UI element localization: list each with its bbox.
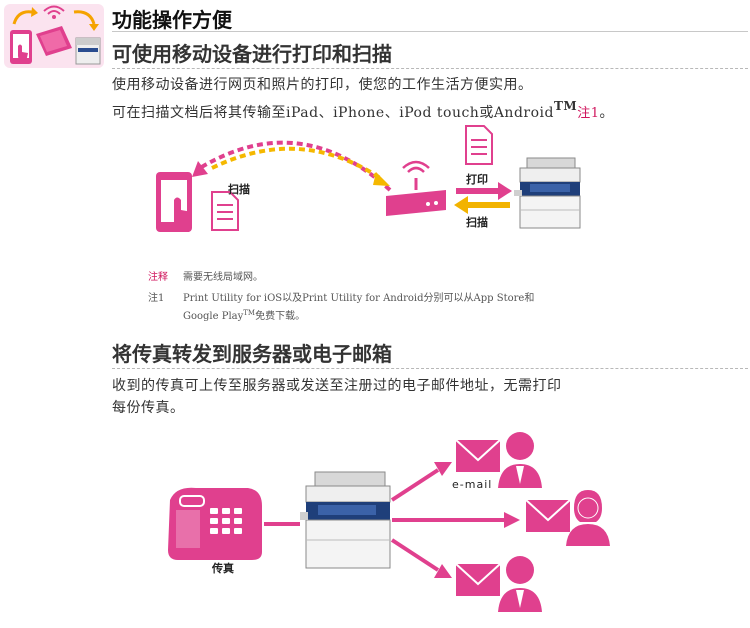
trademark-mark: TM: [553, 99, 578, 113]
scan-label-left: 扫描: [228, 183, 250, 196]
email-arrow-bottom: [390, 538, 452, 578]
note-ref-1: 注1: [577, 106, 600, 121]
print-label: 打印: [466, 173, 488, 186]
email-arrow-top: [390, 462, 452, 502]
print-arrow: [456, 182, 512, 200]
section-fax-text-2: 每份传真。: [112, 400, 185, 416]
note1-line2-prefix: Google Play: [183, 311, 244, 322]
email-envelope-icon-top: [455, 439, 501, 472]
note1-text-line1: Print Utility for iOS以及Print Utility for…: [183, 293, 535, 304]
email-label: e-mail: [452, 478, 493, 491]
title-divider: [112, 31, 748, 32]
note1-line2-suffix: 免费下载。: [255, 311, 306, 322]
note1-trademark: TM: [243, 309, 256, 317]
section-fax-text-1: 收到的传真可上传至服务器或发送至注册过的电子邮件地址，无需打印: [112, 378, 562, 394]
person-icon-top: [498, 432, 542, 488]
fax-label: 传真: [212, 562, 234, 575]
section-mobile-text-2-end: 。: [599, 105, 614, 121]
section-mobile-title: 可使用移动设备进行打印和扫描: [112, 42, 392, 66]
note1-text-line2: Google PlayTM免费下载。: [183, 306, 305, 324]
mobile-connection-arc-magenta: [192, 140, 392, 192]
fax-machine-icon: [168, 487, 262, 560]
wireless-router-icon: [386, 160, 446, 216]
note-text: 需要无线局域网。: [183, 272, 263, 283]
section-fax-divider: [112, 368, 748, 369]
document-icon-left: [211, 191, 239, 231]
document-icon-right: [465, 125, 493, 165]
note-label: 注释: [148, 272, 168, 283]
mobile-connection-arc-yellow: [211, 146, 390, 186]
person-icon-middle: [566, 490, 610, 546]
section-mobile-text-2: 可在扫描文档后将其传输至iPad、iPhone、iPod touch或Andro…: [112, 95, 614, 125]
header-icon: [4, 4, 104, 68]
email-arrow-middle: [392, 512, 520, 528]
page-title: 功能操作方便: [112, 8, 232, 32]
email-envelope-icon-middle: [525, 499, 571, 532]
section-mobile-text-2-main: 可在扫描文档后将其传输至iPad、iPhone、iPod touch或Andro…: [112, 105, 554, 121]
multifunction-printer-icon-2: [300, 471, 391, 569]
email-envelope-icon-bottom: [455, 563, 501, 596]
scan-label-right: 扫描: [466, 216, 488, 229]
section-mobile-text-1: 使用移动设备进行网页和照片的打印，使您的工作生活方便实用。: [112, 77, 533, 93]
scan-arrow: [454, 196, 510, 214]
mobile-phone-icon: [156, 172, 192, 232]
section-mobile-divider: [112, 68, 748, 69]
multifunction-printer-icon-1: [514, 157, 581, 229]
section-fax-title: 将传真转发到服务器或电子邮箱: [112, 342, 392, 366]
person-icon-bottom: [498, 556, 542, 612]
note1-label: 注1: [148, 293, 165, 304]
